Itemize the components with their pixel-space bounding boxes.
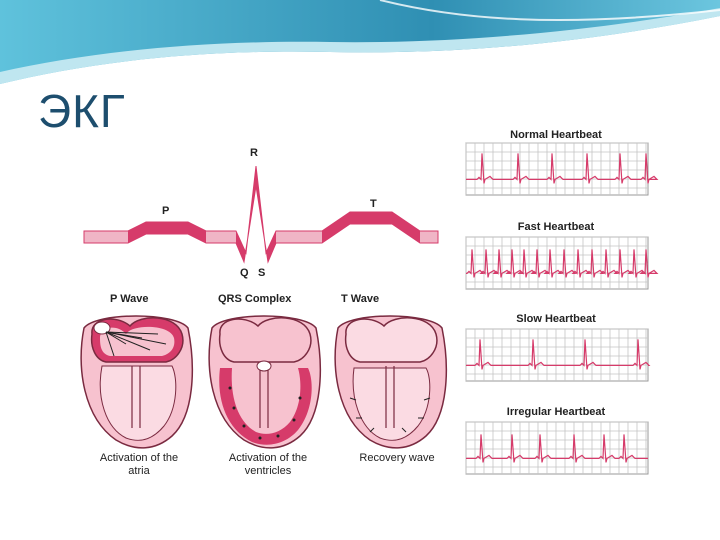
rhythm-strip-fast: [465, 236, 659, 290]
rhythm-strip-normal: [465, 142, 659, 196]
swoosh-line: [379, 0, 720, 22]
caption-qrs-line2: ventricles: [245, 465, 292, 477]
label-s: S: [258, 267, 265, 279]
panel-title-t-wave: T Wave: [341, 293, 379, 305]
strip-title-fast: Fast Heartbeat: [518, 221, 595, 233]
strip-trace: [466, 434, 648, 463]
slide-title: ЭКГ: [38, 85, 126, 137]
label-r: R: [250, 147, 258, 159]
label-q: Q: [240, 267, 249, 279]
heart-illustration-qrs: [208, 315, 322, 449]
p-wave-segment: [128, 222, 206, 243]
caption-qrs-line1: Activation of the: [229, 452, 307, 464]
strip-trace: [466, 249, 659, 278]
label-p: P: [162, 205, 169, 217]
rhythm-strip-slow: [465, 328, 651, 382]
rhythm-strips: [465, 142, 659, 475]
panel-title-p-wave: P Wave: [110, 293, 149, 305]
heart-illustration-p-wave: [80, 315, 194, 449]
panel-title-qrs: QRS Complex: [218, 293, 292, 305]
heart-illustration-t-wave: [334, 315, 448, 449]
ecg-wave: P R Q S T: [83, 147, 439, 279]
swoosh-highlight: [0, 8, 720, 84]
swoosh-band: [0, 0, 720, 84]
header-swoosh: [0, 0, 720, 84]
strip-title-irregular: Irregular Heartbeat: [507, 406, 606, 418]
strip-trace: [466, 153, 659, 184]
strip-trace: [466, 339, 651, 370]
strip-title-normal: Normal Heartbeat: [510, 129, 602, 141]
label-t: T: [370, 198, 377, 210]
caption-p-wave-line1: Activation of the: [100, 452, 178, 464]
strip-title-slow: Slow Heartbeat: [516, 313, 596, 325]
caption-t-wave-line1: Recovery wave: [359, 452, 434, 464]
t-wave-segment: [322, 212, 420, 243]
rhythm-strip-irregular: [465, 421, 649, 475]
qrs-segment: [236, 166, 276, 262]
caption-p-wave-line2: atria: [128, 465, 150, 477]
